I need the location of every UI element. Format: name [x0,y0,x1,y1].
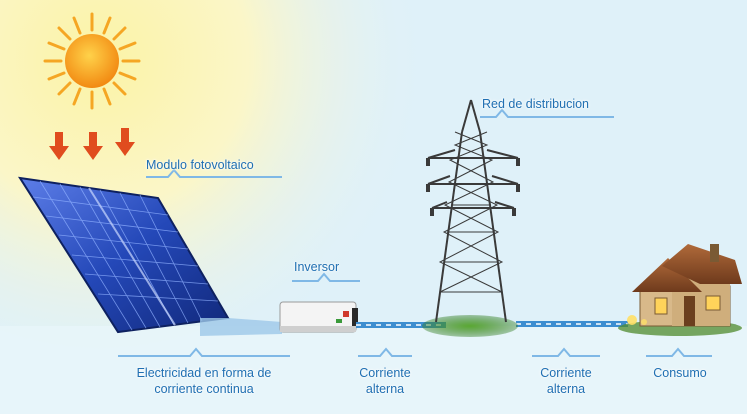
inverter-icon [279,301,358,333]
tower-insulator-icon [426,158,520,216]
sun-icon [43,12,141,110]
module-label: Modulo fotovoltaico [146,158,254,172]
transmission-tower-icon [427,99,519,323]
dc-label-line1: Electricidad en forma de [136,366,272,380]
consumption-label: Consumo [653,366,707,380]
callout-dc [118,347,290,357]
tower-grass [422,315,518,337]
ac-right-label-line1: Corriente [540,366,592,380]
ac-left-label-line2: alterna [365,382,405,396]
callout-consumption [646,347,712,357]
house-icon [618,244,742,336]
inverter-label: Inversor [294,260,340,274]
callout-grid [480,108,614,118]
ground-strip [0,326,747,414]
callout-inverter [292,272,360,282]
label-callouts [118,108,712,357]
grid-label: Red de distribucion [482,97,590,111]
callout-module [146,168,282,178]
ac-cable-right [516,321,628,327]
sunlight-arrow-icon [49,128,135,160]
callout-ac-left [358,347,412,357]
ac-left-label-line1: Corriente [359,366,411,380]
ac-right-label-line2: alterna [546,382,586,396]
dc-cable [200,318,282,336]
dc-label-line2: corriente continua [154,382,254,396]
callout-ac-right [532,347,600,357]
